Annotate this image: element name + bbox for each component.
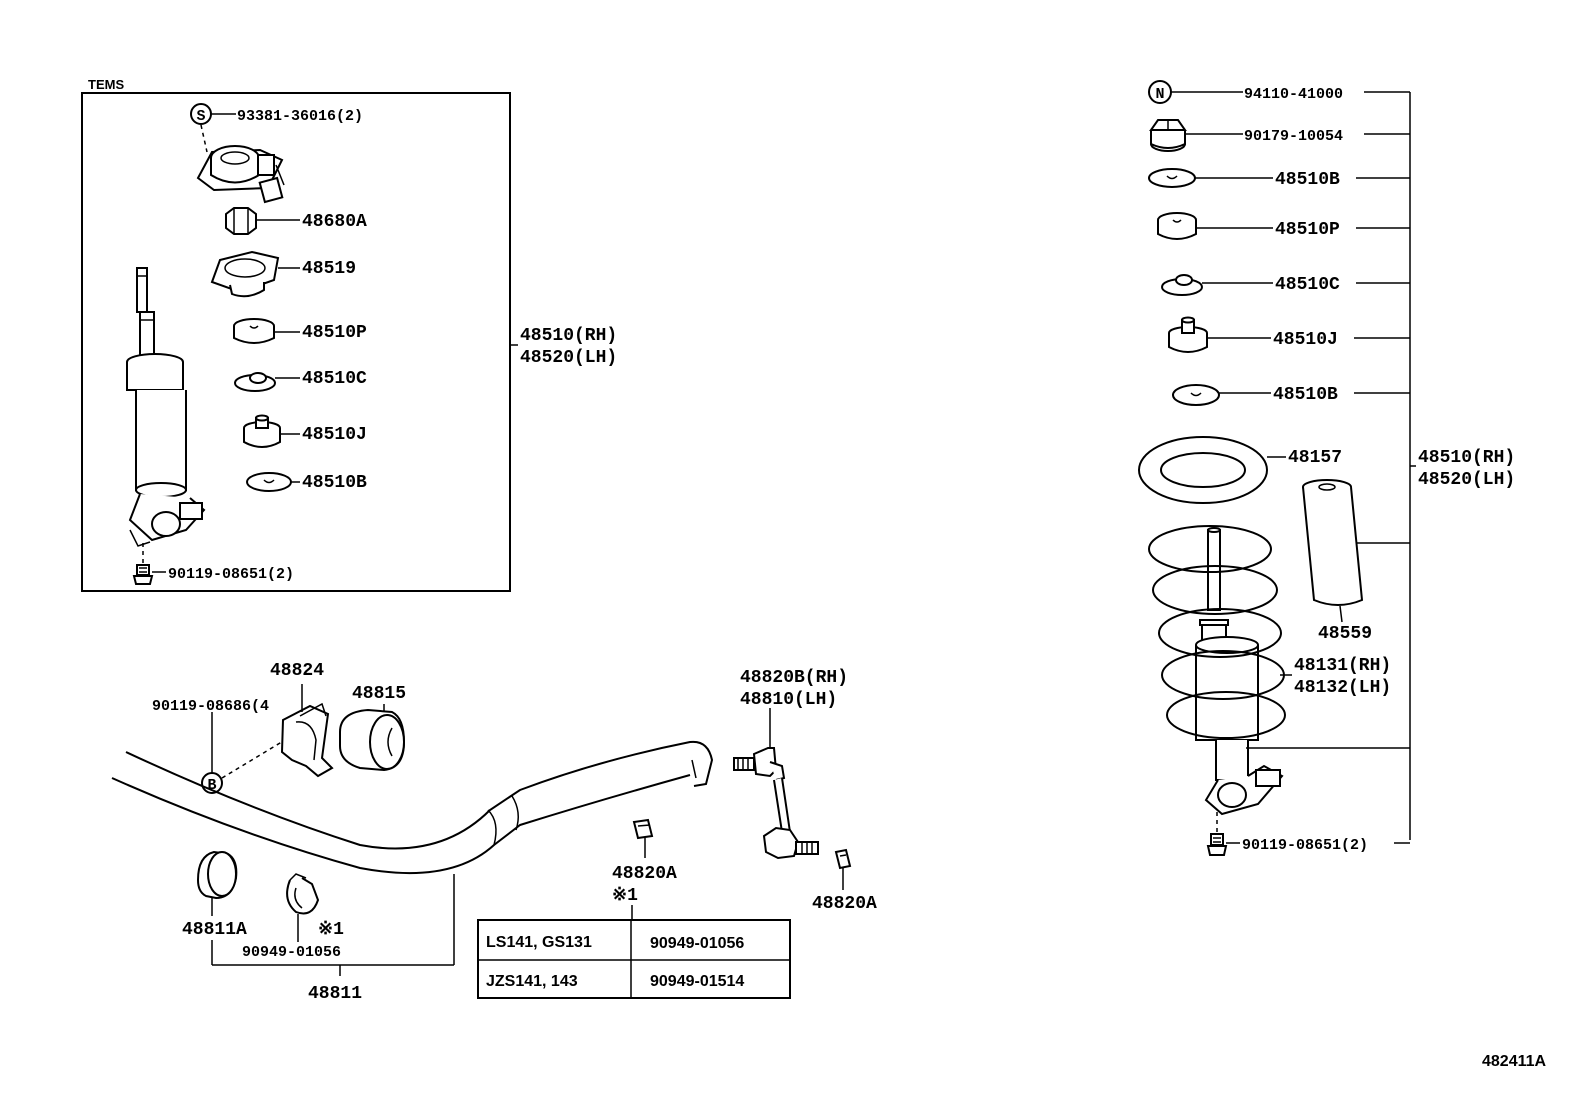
washer-48510b-bottom-part <box>1172 384 1220 406</box>
label-48811: 48811 <box>308 984 362 1004</box>
label-48519: 48519 <box>302 259 356 279</box>
label-inset-lh: 48520(LH) <box>520 348 617 368</box>
cushion-48510p-part <box>233 318 275 344</box>
nut-90179-part <box>1149 119 1187 152</box>
bumper-48559-part <box>1302 479 1364 606</box>
bracket-48824-part <box>280 702 334 778</box>
cushion-48510j-part <box>243 414 281 448</box>
washer-48510b-part <box>246 472 292 492</box>
tems-inset: TEMS S 93381-36016(2) 48680A <box>81 77 617 592</box>
label-link-rh: 48820B(RH) <box>740 668 848 688</box>
bushing-48811a-part <box>196 850 238 900</box>
stabilizer-assembly: B 90119-08686(4 48824 48815 <box>111 661 877 1004</box>
symbol-b: B <box>207 777 216 794</box>
plate-48519-part <box>210 250 280 298</box>
label-48157: 48157 <box>1288 448 1342 468</box>
label-48510b-bottom: 48510B <box>1273 385 1338 405</box>
label-48811a: 48811A <box>182 920 247 940</box>
label-48815: 48815 <box>352 684 406 704</box>
retainer-48510c-right-part <box>1161 274 1203 296</box>
bushing-48815-part <box>339 708 406 772</box>
nut-48820a-right-part <box>834 848 852 870</box>
nut-48820a-center-part <box>632 818 654 840</box>
label-spring-rh: 48131(RH) <box>1294 656 1391 676</box>
label-48510c-right: 48510C <box>1275 275 1340 295</box>
upper-support-part <box>196 145 285 204</box>
dash-bolt-bracket <box>221 739 286 779</box>
table-row-2-part: 90949-01514 <box>650 973 744 990</box>
label-48820a-right: 48820A <box>812 894 877 914</box>
label-right-lh: 48520(LH) <box>1418 470 1515 490</box>
label-48510j: 48510J <box>302 425 367 445</box>
label-90119-stab: 90119-08686(4 <box>152 698 269 715</box>
label-48510p: 48510P <box>302 323 367 343</box>
stabilizer-bar-part <box>111 740 714 875</box>
label-48510p-right: 48510P <box>1275 220 1340 240</box>
table-row-1-model: LS141, GS131 <box>486 934 592 951</box>
label-48510j-right: 48510J <box>1273 330 1338 350</box>
label-48680a: 48680A <box>302 212 367 232</box>
label-spring-lh: 48132(LH) <box>1294 678 1391 698</box>
label-90119-right: 90119-08651(2) <box>1242 837 1368 854</box>
label-48510b: 48510B <box>302 473 367 493</box>
stabilizer-link-part <box>733 747 819 860</box>
label-48510b-top: 48510B <box>1275 170 1340 190</box>
spring-seat-48157-part <box>1138 436 1268 504</box>
model-table: LS141, GS131 90949-01056 JZS141, 143 909… <box>477 919 791 999</box>
figure-code: 482411A <box>1482 1053 1547 1070</box>
label-90119-inset: 90119-08651(2) <box>168 566 294 583</box>
label-93381: 93381-36016(2) <box>237 108 363 125</box>
label-mark-bottom: ※1 <box>318 920 344 940</box>
leader-48559 <box>1339 605 1343 623</box>
label-48510c: 48510C <box>302 369 367 389</box>
coil-spring-part <box>1148 525 1286 816</box>
label-94110: 94110-41000 <box>1244 86 1343 103</box>
washer-48510b-top-part <box>1148 168 1196 188</box>
shock-absorber-inset-part <box>126 267 206 547</box>
label-48559: 48559 <box>1318 624 1372 644</box>
nut-48680a-part <box>225 207 257 235</box>
retainer-48510c-part <box>234 372 276 392</box>
label-right-rh: 48510(RH) <box>1418 448 1515 468</box>
label-link-lh: 48810(LH) <box>740 690 837 710</box>
label-48820a-center: 48820A <box>612 864 677 884</box>
symbol-n: N <box>1155 86 1164 103</box>
clamp-90949-part <box>286 873 320 915</box>
inset-frame <box>81 92 511 592</box>
table-row-2-model: JZS141, 143 <box>486 973 578 990</box>
table-row-1-part: 90949-01056 <box>650 935 744 952</box>
symbol-s: S <box>196 108 205 125</box>
bolt-90119-inset-part <box>132 543 154 585</box>
cushion-48510p-right-part <box>1157 212 1197 240</box>
right-strut-assembly: N 94110-41000 90179-10054 48510B 48510 <box>1138 80 1515 856</box>
label-inset-rh: 48510(RH) <box>520 326 617 346</box>
label-90179: 90179-10054 <box>1244 128 1343 145</box>
cushion-48510j-right-part <box>1168 316 1208 353</box>
label-48824: 48824 <box>270 661 324 681</box>
inset-title: TEMS <box>88 77 124 92</box>
label-90949: 90949-01056 <box>242 944 341 961</box>
label-mark-center: ※1 <box>612 886 638 906</box>
table-frame <box>477 919 791 999</box>
dash-93381 <box>200 124 208 153</box>
bolt-90119-right-part <box>1206 812 1228 856</box>
